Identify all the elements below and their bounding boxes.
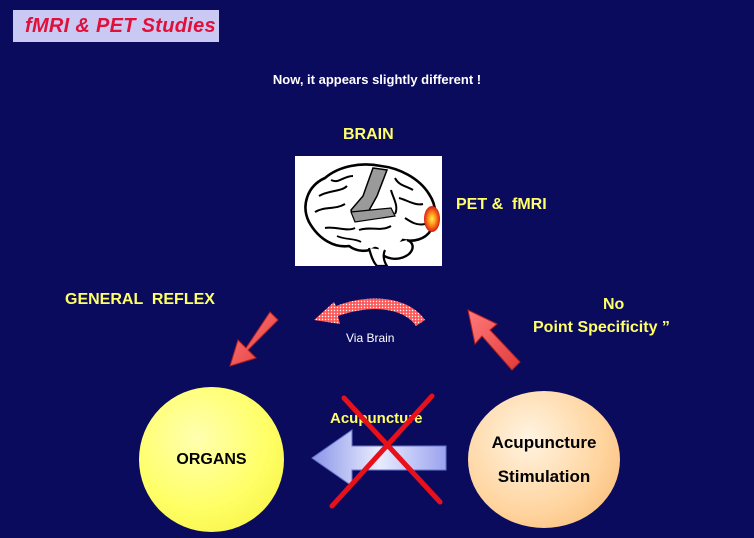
- organs-label: ORGANS: [176, 450, 247, 468]
- point-specificity-label: Point Specificity ”: [533, 319, 670, 336]
- stimulation-line1: Acupuncture: [491, 432, 597, 452]
- pet-fmri-label: PET & fMRI: [456, 196, 547, 213]
- specificity-arrow: [467, 309, 521, 371]
- via-brain-arrow: [314, 298, 425, 326]
- stimulation-line2: Stimulation: [497, 466, 591, 486]
- brain-label: BRAIN: [343, 126, 394, 143]
- title-box: fMRI & PET Studies: [13, 10, 219, 42]
- slide-title: fMRI & PET Studies: [25, 14, 216, 37]
- general-reflex-label: GENERAL REFLEX: [65, 291, 215, 308]
- subtitle: Now, it appears slightly different !: [272, 72, 482, 87]
- organs-circle: ORGANS: [139, 387, 284, 532]
- reflex-arrow: [229, 311, 279, 367]
- no-label: No: [603, 296, 625, 313]
- brain-panel: [295, 156, 442, 268]
- stimulation-circle: Acupuncture Stimulation: [468, 391, 620, 528]
- via-brain-label: Via Brain: [346, 331, 395, 345]
- brain-icon: [304, 163, 440, 268]
- acupuncture-arrow-label: Acupuncture: [330, 410, 423, 427]
